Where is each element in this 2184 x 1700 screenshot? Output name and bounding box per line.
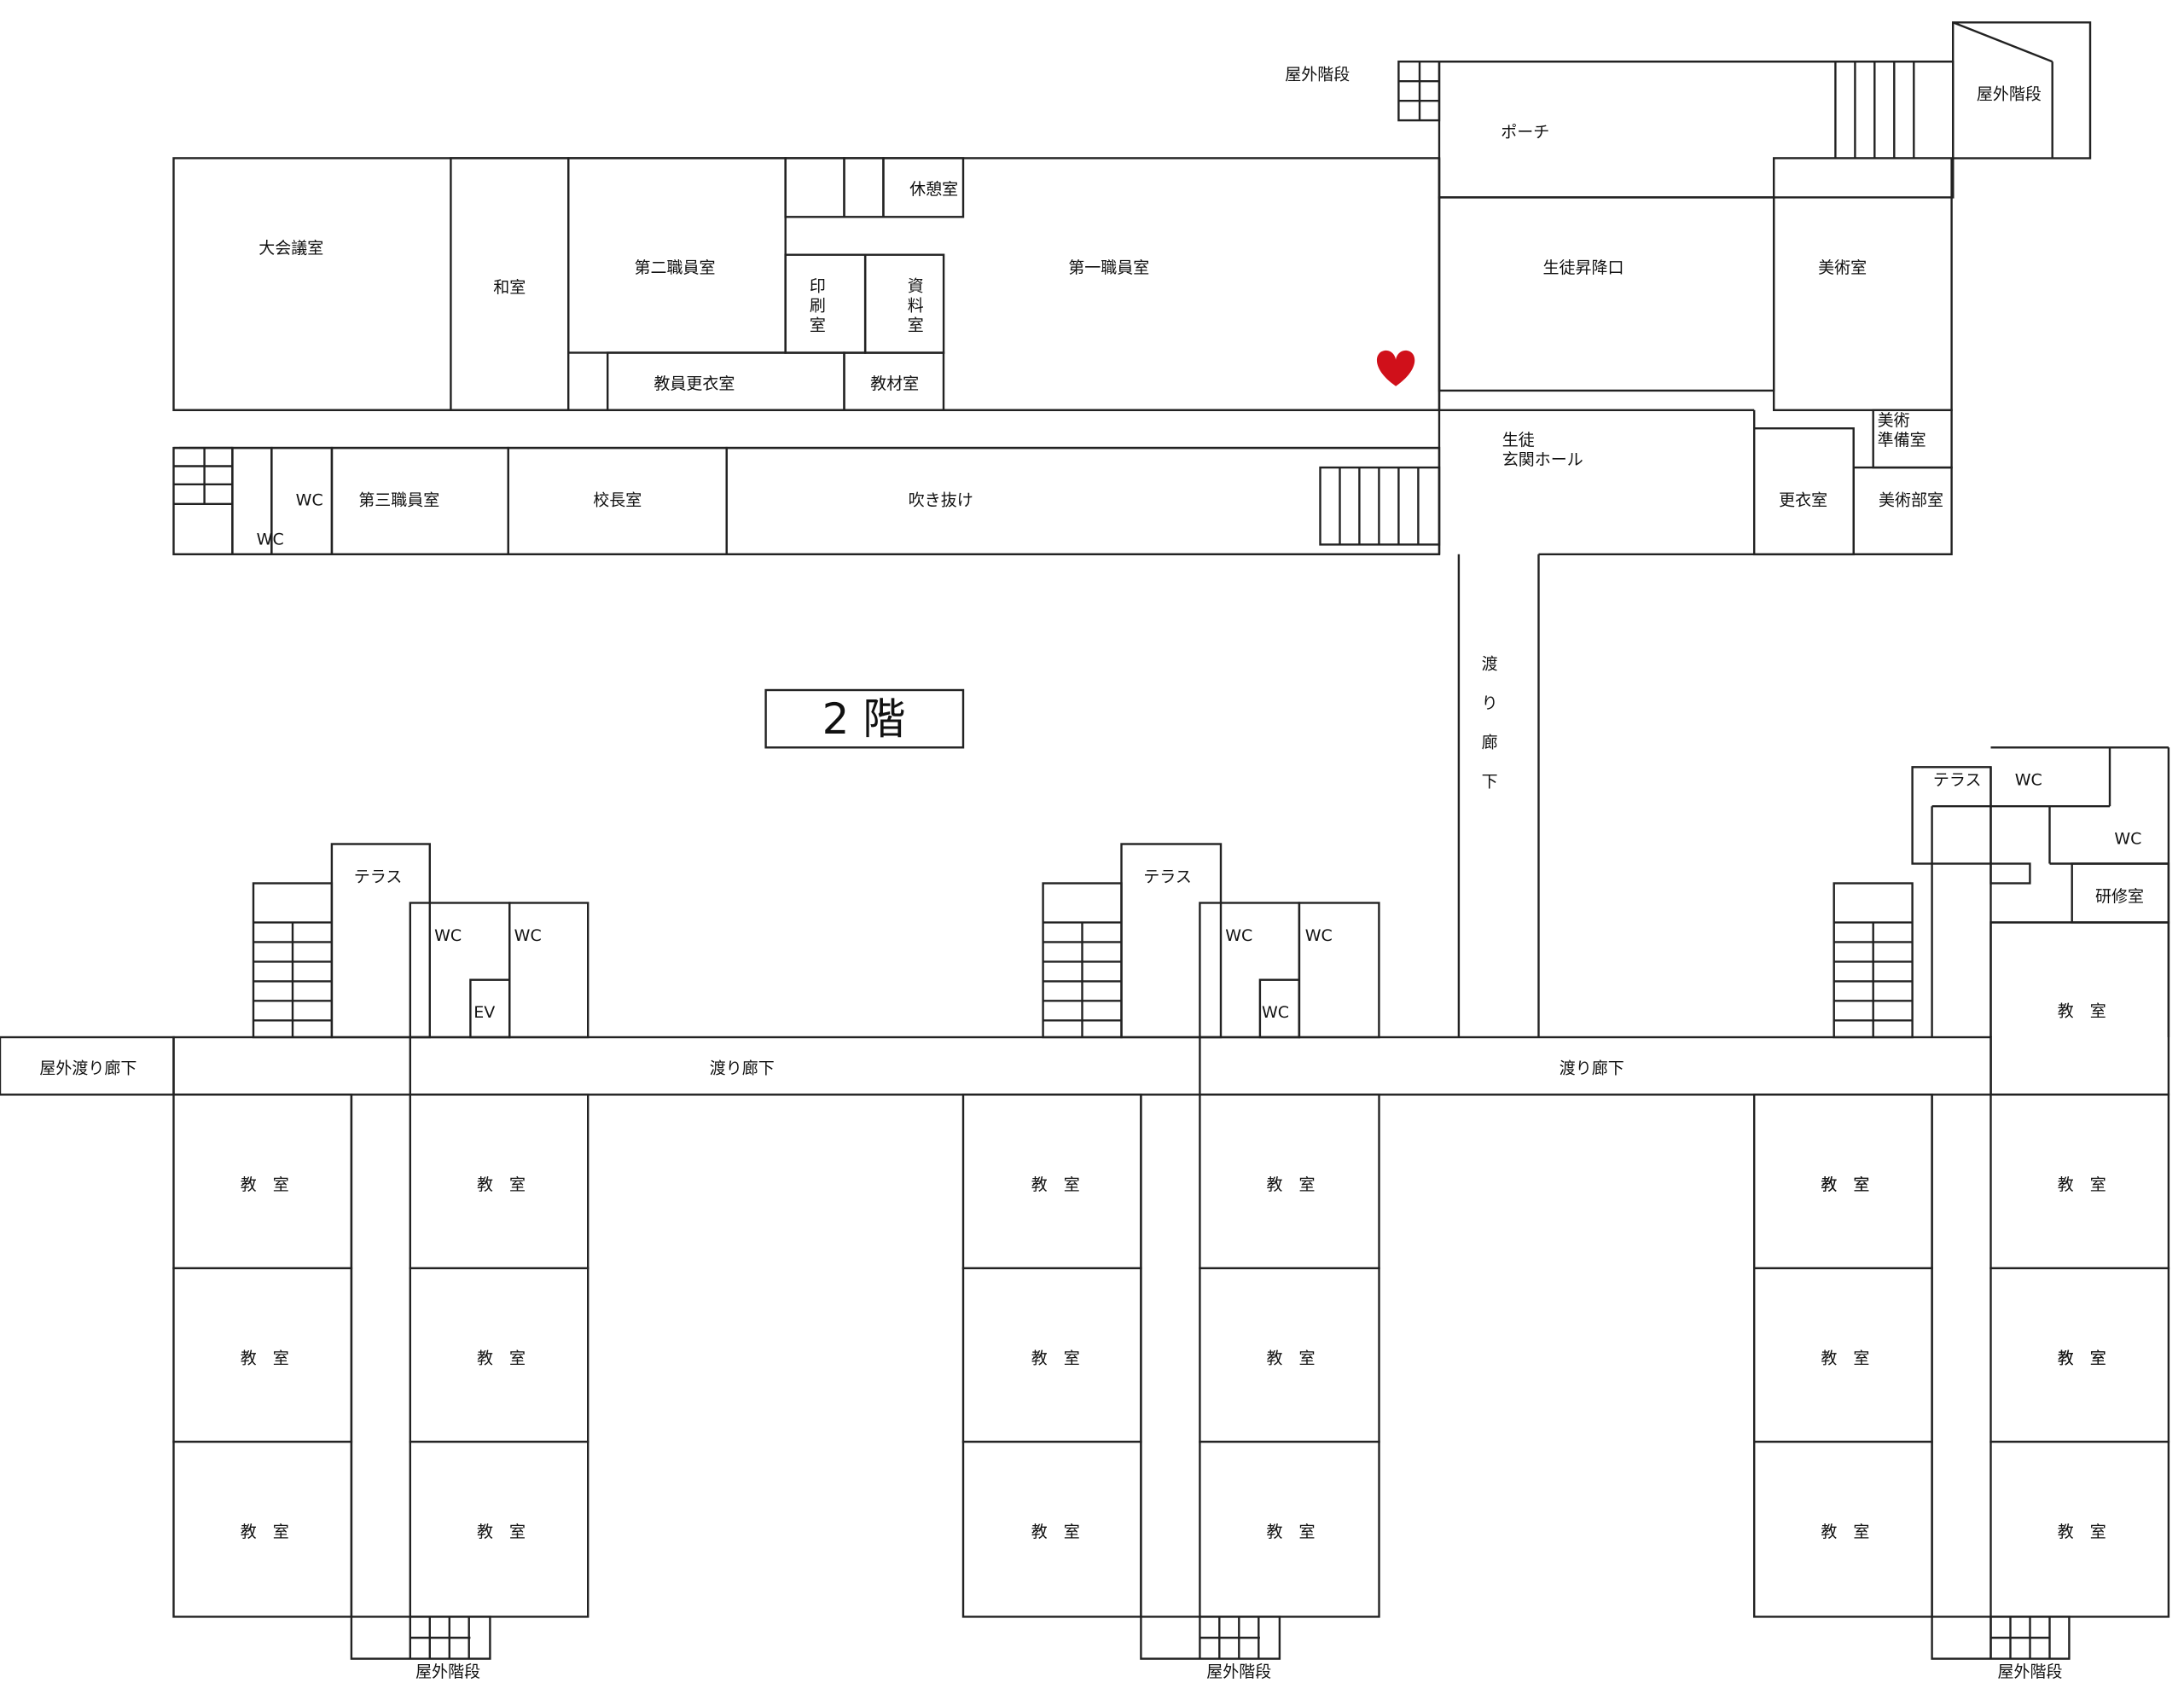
wall-rect — [172, 157, 1441, 411]
wall-rect — [1298, 902, 1380, 1039]
wall-rect — [469, 978, 511, 1039]
room-label: WC — [1262, 1003, 1289, 1022]
room-label: テラス — [1143, 867, 1192, 886]
wall-rect — [0, 1036, 175, 1096]
room-label: 教 室 — [1821, 1175, 1869, 1194]
room-label: 教 室 — [1031, 1349, 1080, 1367]
room-label: 第一職員室 — [1068, 258, 1149, 277]
room-label: 屋外渡り廊下 — [39, 1059, 136, 1078]
wall-line — [1952, 21, 2053, 63]
room-label: WC — [1225, 926, 1252, 945]
floor-label: 2 階 — [822, 694, 906, 744]
room-label: WC — [257, 530, 284, 548]
wall-rect — [843, 157, 885, 218]
wall-rect — [1951, 21, 2092, 160]
wall-rect — [1140, 1616, 1281, 1660]
room-labels: 屋外階段屋外階段ポーチ大会議室和室第二職員室休憩室第一職員室印刷室資料室教員更衣… — [39, 66, 2144, 1681]
room-label: 生徒玄関ホール — [1502, 431, 1583, 469]
room-label: 教 室 — [2058, 1349, 2106, 1367]
room-label: 第二職員室 — [634, 258, 715, 277]
room-label: 美術室 — [1818, 258, 1867, 277]
room-label: WC — [2015, 771, 2042, 790]
room-label: WC — [514, 926, 542, 945]
room-label: テラス — [354, 867, 403, 886]
room-label: 教材室 — [870, 374, 919, 393]
wall-rect — [1199, 1441, 1380, 1618]
wall-rect — [725, 446, 1441, 555]
wall-rect — [172, 446, 234, 555]
room-label: EV — [473, 1003, 495, 1022]
room-label: 教 室 — [2058, 1349, 2106, 1367]
room-label: WC — [434, 926, 462, 945]
room-label: 教 室 — [477, 1349, 526, 1367]
room-label: 吹き抜け — [909, 490, 973, 509]
room-label: 美術部室 — [1879, 490, 1943, 509]
room-label: 第三職員室 — [358, 490, 439, 509]
heart-icon — [1376, 350, 1415, 386]
room-label: 屋外階段 — [415, 1662, 480, 1681]
wall-rect — [784, 157, 845, 218]
room-label: 渡り廊下 — [710, 1059, 775, 1078]
wall-rect — [1931, 1616, 2071, 1660]
wall-rect — [764, 688, 965, 749]
wall-rect — [409, 1441, 590, 1618]
room-label: 美術準備室 — [1878, 411, 1926, 450]
wall-rect — [508, 902, 590, 1039]
room-label: 教 室 — [1266, 1349, 1315, 1367]
wall-rect — [1120, 843, 1223, 1039]
room-label: 教 室 — [241, 1349, 289, 1367]
room-label: 教 室 — [477, 1523, 526, 1541]
room-label: 教 室 — [2058, 1175, 2106, 1194]
room-label: 渡り廊下 — [1560, 1059, 1624, 1078]
room-label: テラス — [1933, 771, 1982, 790]
room-label: 教 室 — [1266, 1523, 1315, 1541]
room-label: 屋外階段 — [1285, 66, 1350, 84]
room-label: 教 室 — [2058, 1001, 2106, 1020]
room-label: WC — [1305, 926, 1333, 945]
room-label: 教 室 — [1821, 1349, 1869, 1367]
room-label: WC — [296, 490, 323, 509]
room-label: 教 室 — [1821, 1523, 1869, 1541]
room-label: 屋外階段 — [1997, 1662, 2062, 1681]
room-label: 教 室 — [241, 1175, 289, 1194]
room-label: 教 室 — [1031, 1175, 1080, 1194]
wall-rect — [1772, 157, 1953, 411]
room-label: 教 室 — [1031, 1523, 1080, 1541]
wall-rect — [882, 157, 965, 218]
room-label: 教 室 — [1266, 1175, 1315, 1194]
room-label: 教 室 — [1821, 1175, 1869, 1194]
wall-rect — [1989, 1441, 2170, 1618]
room-label: 教 室 — [241, 1523, 289, 1541]
wall-rect — [172, 1036, 1992, 1096]
wall-rect — [1989, 862, 2031, 885]
room-label: 教員更衣室 — [653, 374, 735, 393]
room-label: 校長室 — [593, 490, 642, 509]
room-label: 休憩室 — [909, 180, 958, 199]
heart-icon — [1376, 350, 1415, 386]
room-label: 教 室 — [477, 1175, 526, 1194]
room-label: ポーチ — [1501, 123, 1549, 142]
wall-rect — [1438, 196, 1775, 392]
room-label: WC — [2114, 830, 2141, 849]
wall-rect — [567, 157, 787, 354]
wall-rect — [1258, 978, 1301, 1039]
room-label: 研修室 — [2095, 887, 2144, 906]
room-label: 大会議室 — [258, 239, 323, 258]
room-label: 資料室 — [908, 276, 924, 334]
room-label: 渡り廊下 — [1482, 654, 1498, 791]
room-label: 和室 — [493, 278, 526, 297]
room-label: 屋外階段 — [1977, 85, 2042, 104]
room-label: 印刷室 — [810, 276, 826, 334]
wall-rect — [1852, 466, 1953, 555]
wall-rect — [330, 843, 431, 1039]
room-label: 屋外階段 — [1206, 1662, 1271, 1681]
room-label: 教 室 — [2058, 1523, 2106, 1541]
wall-rect — [350, 1616, 491, 1660]
walls — [0, 21, 2170, 1660]
room-label: 生徒昇降口 — [1542, 258, 1623, 277]
wall-rect — [864, 253, 945, 354]
room-label: 更衣室 — [1779, 490, 1827, 509]
